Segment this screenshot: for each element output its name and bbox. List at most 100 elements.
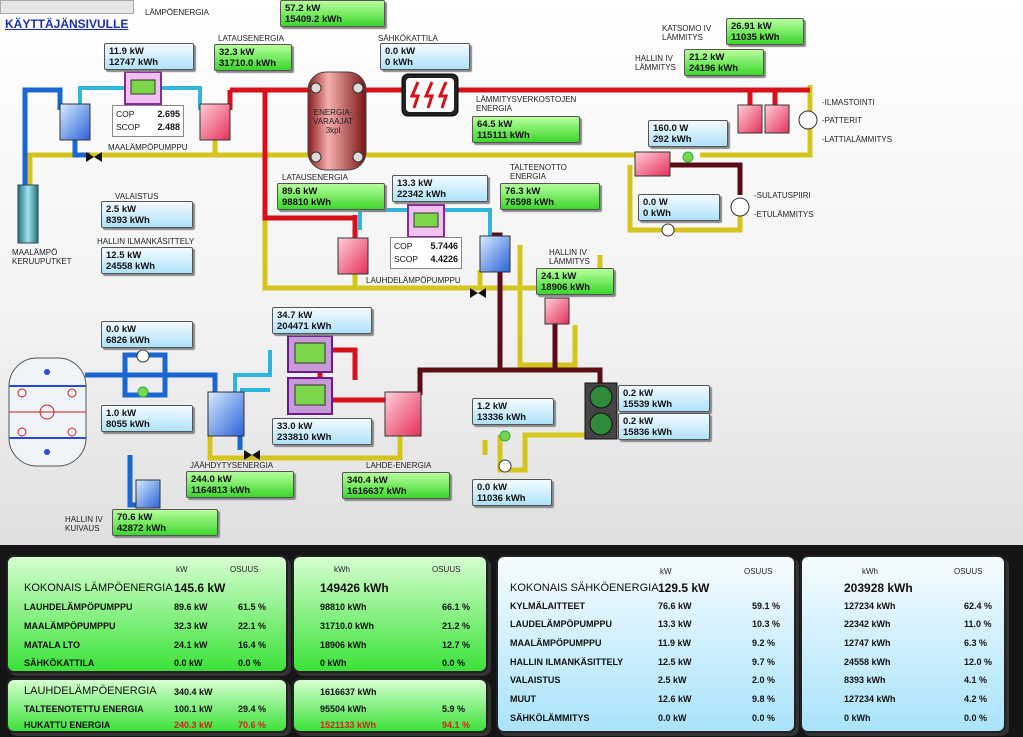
user-page-link[interactable]: KÄYTTÄJÄNSIVULLE [5,17,129,31]
row-name: KYLMÄLAITTEET [510,601,585,611]
value-kwh: 233810 kWh [277,432,332,443]
value-box-kuivaus: 70.6 kW 42872 kWh [112,509,218,536]
row-pct: 21.2 % [442,621,471,631]
value-box-sahkokattila: 0.0 kW 0 kWh [380,43,470,70]
label-lauhdelampopumppu: LAUHDELÄMPÖPUMPPU [366,276,461,285]
row-pct: 9.7 % [752,657,776,667]
value-kw: 13.3 kW [397,178,433,189]
value-box-hallin-iv-top: 21.2 kW 24196 kWh [684,49,764,76]
row-pct: 12.7 % [442,640,471,650]
label-patterit: -PATTERIT [822,116,863,125]
process-diagram [8,71,818,509]
row-kwh: 98810 kWh [320,602,367,612]
row-kwh: 12747 kWh [844,638,891,648]
value-box-lattia: 160.0 W 292 kWh [648,120,728,147]
panel-heat-total: kW OSUUS KOKONAIS LÄMPÖENERGIA 145.6 kW … [6,555,288,673]
header-kwh: kWh [862,567,878,576]
value-box-maalampo: 11.9 kW 12747 kWh [104,43,194,70]
value-kw: 0.2 kW [623,388,654,399]
header-osuus: OSUUS [954,567,983,576]
hx-patterit [764,104,790,134]
cop-value: 2.695 [157,109,180,119]
cop-value: 5.7446 [430,241,458,251]
value-kw: 1.2 kW [477,401,508,412]
row-pct: 16.4 % [238,640,267,650]
value-kw: 57.2 kW [285,3,321,14]
label-lahde-energia: LAHDE-ENERGIA [366,461,432,470]
row-kwh: 18906 kWh [320,640,367,650]
panel-total: 203928 kWh [844,581,913,595]
value-kw: 26.91 kW [731,21,772,32]
label-hallin-iv-mid: HALLIN IV LÄMMITYS [549,248,590,266]
label-latausenergia-top: LATAUSENERGIA [218,34,284,43]
row-pct: 0.0 % [752,713,776,723]
value-kw: 21.2 kW [689,52,725,63]
panel-elec-total: kW OSUUS KOKONAIS SÄHKÖENERGIA 129.5 kW … [496,555,796,733]
valves [137,151,694,442]
value-kwh: 18906 kWh [541,282,591,293]
row-pct: 0.0 % [442,658,466,668]
row-pct: 29.4 % [238,704,267,714]
row-kwh: 31710.0 kWh [320,621,375,631]
row-name: TALTEENOTETTU ENERGIA [24,704,144,714]
label-valaistus: VALAISTUS [115,192,159,201]
value-kwh: 8393 kWh [106,215,150,226]
value-box-ilmankasittely: 12.5 kW 24558 kWh [101,247,193,274]
value-kwh: 15836 kWh [623,427,673,438]
label-lampoenergia: LÄMPÖENERGIA [145,8,210,17]
label-sahkokattila: SÄHKÖKATTILA [378,34,438,43]
row-name: VALAISTUS [510,675,561,685]
valve-ice-icon [137,386,149,398]
ground-well-icon [17,184,39,244]
value-kwh: 76598 kWh [505,197,555,208]
row-kw: 32.3 kW [174,621,208,631]
panel-title: KOKONAIS LÄMPÖENERGIA [24,582,173,594]
row-name: LAUHDELÄMPÖPUMPPU [24,602,133,612]
value-kw: 33.0 kW [277,421,313,432]
scop-value: 2.488 [157,122,180,132]
row-pct: 4.2 % [964,694,988,704]
value-kw: 0.0 kW [477,482,508,493]
panel-total: 1616637 kWh [320,687,377,697]
value-kw: 160.0 W [653,123,689,134]
header-kw: kW [660,567,672,576]
value-kw: 24.1 kW [541,271,577,282]
value-kw: 11.9 kW [109,46,144,57]
hx-cooling [207,391,245,437]
row-name: HUKATTU ENERGIA [24,720,111,730]
row-pct: 59.1 % [752,601,781,611]
row-name: MATALA LTO [24,640,80,650]
row-name: SÄHKÖKATTILA [24,658,95,668]
row-pct: 0.0 % [238,658,262,668]
value-box-hallin-iv-mid: 24.1 kW 18906 kWh [536,268,614,295]
row-pct: 22.1 % [238,621,267,631]
row-pct: 11.0 % [964,619,992,629]
valve-lahde-icon [499,430,511,442]
panel-total: 129.5 kW [658,581,710,595]
hx-lahde [384,391,422,437]
row-kw: 0.0 kW [174,658,203,668]
dry-cooler-fans-icon [584,382,618,440]
row-pct: 70.6 % [238,720,267,730]
row-kwh: 127234 kWh [844,694,896,704]
value-box-latausenergia-mid: 89.6 kW 98810 kWh [277,183,385,210]
label-etulammitys: -ETULÄMMITYS [754,210,814,219]
pump-etulammitys-icon [730,197,750,217]
value-kwh: 8055 kWh [106,419,150,430]
value-kwh: 115111 kWh [477,130,530,141]
value-kwh: 24196 kWh [689,63,739,74]
label-talteenotto: TALTEENOTTO ENERGIA [510,163,567,181]
ice-rink-icon [8,357,87,467]
row-pct: 9.8 % [752,694,776,704]
cop-label: COP [394,241,413,251]
header-osuus: OSUUS [744,567,773,576]
row-pct: 62.4 % [964,601,993,611]
row-name: MAALÄMPÖPUMPPU [24,621,116,631]
value-box-fan-top: 0.2 kW 15539 kWh [618,385,710,412]
hx-kuivaus [135,479,161,509]
value-kwh: 1616637 kWh [347,486,407,497]
row-kwh: 1521133 kWh [320,720,377,730]
row-kw: 89.6 kW [174,602,208,612]
row-pct: 61.5 % [238,602,267,612]
